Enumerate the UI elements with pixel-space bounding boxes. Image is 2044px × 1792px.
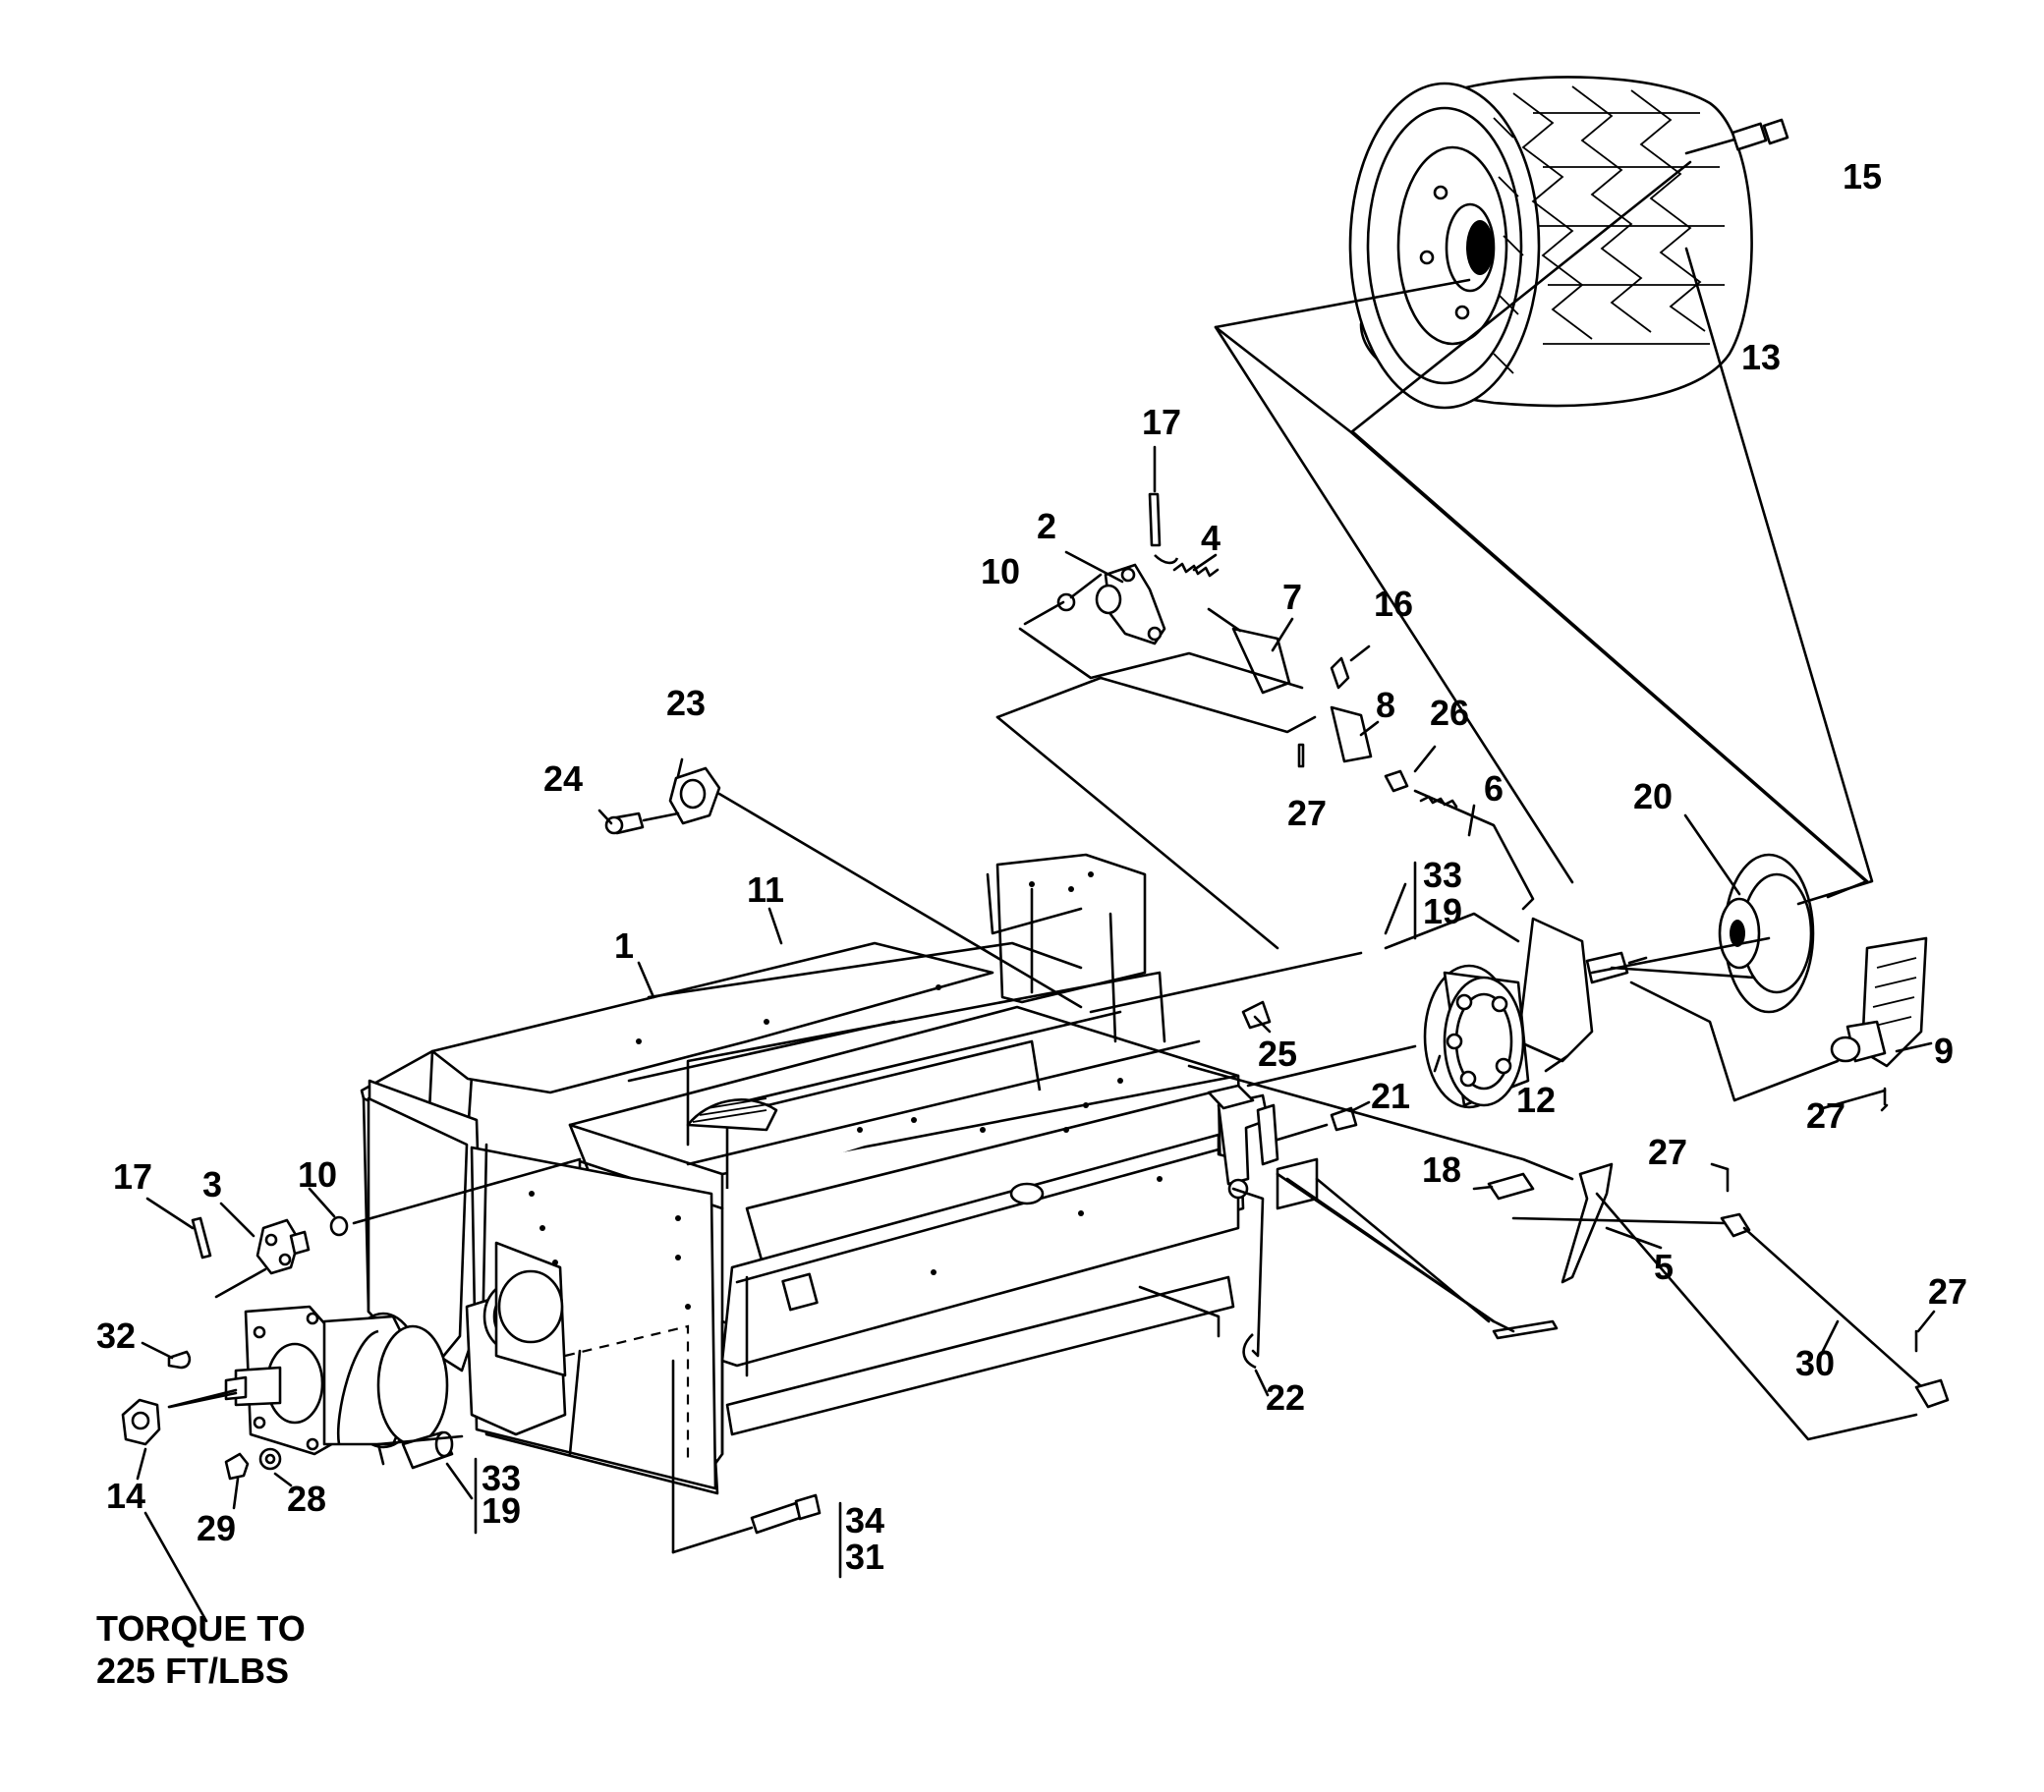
callout-10-lower: 10 bbox=[298, 1154, 337, 1195]
assembly-lines bbox=[136, 160, 1936, 1623]
torque-note-line1: TORQUE TO bbox=[96, 1608, 306, 1649]
pedal-and-rod bbox=[1241, 1000, 1950, 1409]
callout-3: 3 bbox=[202, 1164, 222, 1204]
callout-2: 2 bbox=[1037, 506, 1056, 546]
callout-26: 26 bbox=[1430, 693, 1469, 733]
callout-labels: 1 2 3 4 5 6 7 8 9 10 10 11 12 13 14 15 1… bbox=[96, 156, 1967, 1577]
callout-12: 12 bbox=[1516, 1080, 1556, 1120]
callout-17-upper: 17 bbox=[1142, 402, 1181, 442]
torque-note-line2: 225 FT/LBS bbox=[96, 1651, 289, 1691]
lever-linkage bbox=[1056, 492, 1535, 911]
callout-30: 30 bbox=[1795, 1343, 1835, 1383]
callout-14: 14 bbox=[106, 1476, 145, 1516]
torque-note: TORQUE TO 225 FT/LBS bbox=[96, 1608, 306, 1691]
bottom-bolt bbox=[671, 1359, 822, 1554]
callout-1: 1 bbox=[614, 925, 634, 966]
callout-32: 32 bbox=[96, 1316, 136, 1356]
callout-19-right: 19 bbox=[1423, 891, 1462, 931]
hub-and-brake bbox=[1718, 853, 1928, 1106]
callout-31: 31 bbox=[845, 1537, 884, 1577]
callout-13: 13 bbox=[1741, 337, 1781, 377]
callout-11: 11 bbox=[747, 869, 784, 910]
callout-33-right: 33 bbox=[1423, 855, 1462, 895]
left-bearing-parts bbox=[191, 1157, 582, 1299]
callout-17-lower: 17 bbox=[113, 1156, 152, 1197]
callout-18: 18 bbox=[1422, 1149, 1461, 1190]
callout-34: 34 bbox=[845, 1500, 884, 1540]
callout-10-upper: 10 bbox=[981, 551, 1020, 591]
callout-27-hub: 27 bbox=[1806, 1095, 1845, 1136]
callout-27-rod-end: 27 bbox=[1928, 1271, 1967, 1312]
callout-22: 22 bbox=[1266, 1377, 1305, 1418]
callout-15: 15 bbox=[1843, 156, 1882, 196]
callout-4: 4 bbox=[1201, 518, 1221, 558]
callout-9: 9 bbox=[1934, 1031, 1954, 1071]
callout-19-left: 19 bbox=[482, 1490, 521, 1531]
callout-21: 21 bbox=[1371, 1076, 1410, 1116]
callout-8: 8 bbox=[1376, 685, 1395, 725]
tire-wheel-assembly bbox=[1348, 76, 1789, 410]
callout-23: 23 bbox=[666, 683, 706, 723]
callout-24: 24 bbox=[543, 758, 583, 799]
callout-29: 29 bbox=[197, 1508, 236, 1548]
left-motor-assembly bbox=[121, 1305, 454, 1481]
callout-27-upper: 27 bbox=[1287, 793, 1327, 833]
callout-7: 7 bbox=[1282, 577, 1302, 617]
callout-6: 6 bbox=[1484, 768, 1504, 809]
callout-33-left: 33 bbox=[482, 1458, 521, 1498]
callout-20: 20 bbox=[1633, 776, 1673, 816]
callout-5: 5 bbox=[1654, 1247, 1674, 1287]
callout-28: 28 bbox=[287, 1479, 326, 1519]
callout-27-rod-top: 27 bbox=[1648, 1132, 1687, 1172]
callout-25: 25 bbox=[1258, 1034, 1297, 1074]
bearing-plate bbox=[604, 766, 1083, 1009]
main-frame bbox=[360, 853, 1319, 1495]
right-motor bbox=[1246, 917, 1648, 1109]
callout-16: 16 bbox=[1374, 584, 1413, 624]
